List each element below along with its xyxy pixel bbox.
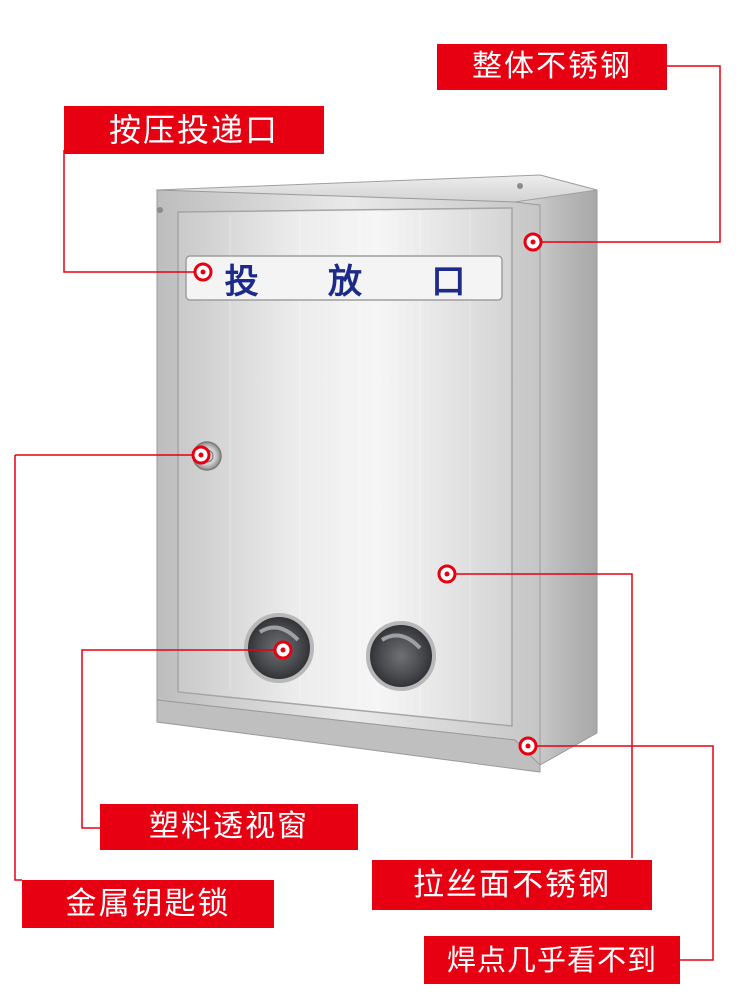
callout-key-lock-text: 金属钥匙锁 bbox=[65, 886, 231, 922]
callout-press-slot-text: 按压投递口 bbox=[108, 111, 279, 149]
callout-markers bbox=[191, 232, 543, 756]
window-reflection-left bbox=[258, 625, 300, 642]
callout-brushed-steel: 拉丝面不锈钢 bbox=[372, 860, 652, 910]
callout-plastic-window: 塑料透视窗 bbox=[100, 804, 358, 850]
callout-whole-steel-text: 整体不锈钢 bbox=[472, 49, 632, 84]
callout-leader-lines bbox=[14, 65, 721, 961]
mail-slot-plate bbox=[185, 255, 503, 301]
callout-key-lock: 金属钥匙锁 bbox=[22, 880, 274, 928]
screw-top-right bbox=[517, 183, 523, 189]
callout-plastic-window-text: 塑料透视窗 bbox=[149, 809, 309, 844]
callout-weld-invisible-text: 焊点几乎看不到 bbox=[446, 943, 657, 977]
viewing-window-right bbox=[366, 621, 436, 691]
screw-top-left bbox=[157, 207, 163, 213]
slot-char-3: 口 bbox=[431, 261, 466, 302]
mail-slot-label: 投 放 口 bbox=[190, 258, 500, 302]
slot-char-1: 投 bbox=[224, 261, 259, 302]
callout-press-slot: 按压投递口 bbox=[64, 106, 324, 154]
mailbox-door bbox=[177, 207, 513, 727]
mailbox-bottom-lip bbox=[156, 699, 541, 773]
slot-char-2: 放 bbox=[327, 261, 362, 302]
window-reflection-right bbox=[380, 633, 422, 650]
callout-brushed-steel-text: 拉丝面不锈钢 bbox=[413, 867, 611, 903]
callout-whole-steel: 整体不锈钢 bbox=[437, 44, 667, 90]
callout-weld-invisible: 焊点几乎看不到 bbox=[424, 936, 680, 984]
